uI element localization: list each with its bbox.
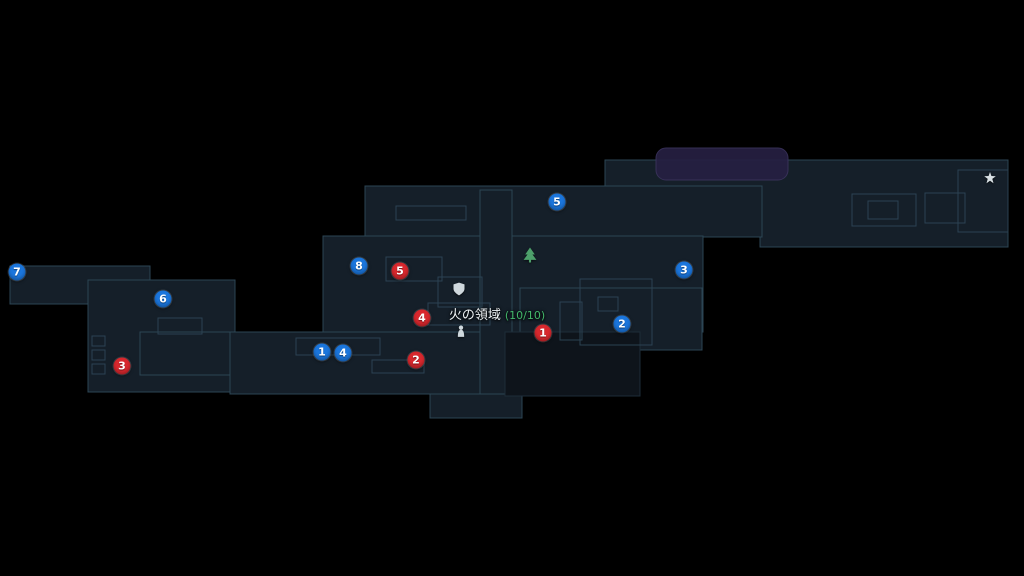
blue-marker-4[interactable]: 4 (334, 344, 352, 362)
dark-room (504, 331, 641, 397)
blue-marker-1[interactable]: 1 (313, 343, 331, 361)
region-label: 火の領域 (10/10) (437, 304, 557, 323)
blue-marker-6[interactable]: 6 (154, 290, 172, 308)
red-marker-5[interactable]: 5 (391, 262, 409, 280)
red-marker-1[interactable]: 1 (534, 324, 552, 342)
blue-marker-2[interactable]: 2 (613, 315, 631, 333)
blue-marker-3[interactable]: 3 (675, 261, 693, 279)
corrupted-area (655, 147, 789, 181)
blue-marker-5[interactable]: 5 (548, 193, 566, 211)
statue-icon (456, 325, 466, 338)
flower-icon (984, 172, 996, 184)
tree-icon (523, 247, 537, 263)
blue-marker-7[interactable]: 7 (8, 263, 26, 281)
red-marker-2[interactable]: 2 (407, 351, 425, 369)
blue-marker-8[interactable]: 8 (350, 257, 368, 275)
region-count: (10/10) (504, 309, 546, 322)
shield-icon (453, 282, 465, 296)
red-marker-3[interactable]: 3 (113, 357, 131, 375)
red-marker-4[interactable]: 4 (413, 309, 431, 327)
region-name: 火の領域 (448, 308, 501, 323)
